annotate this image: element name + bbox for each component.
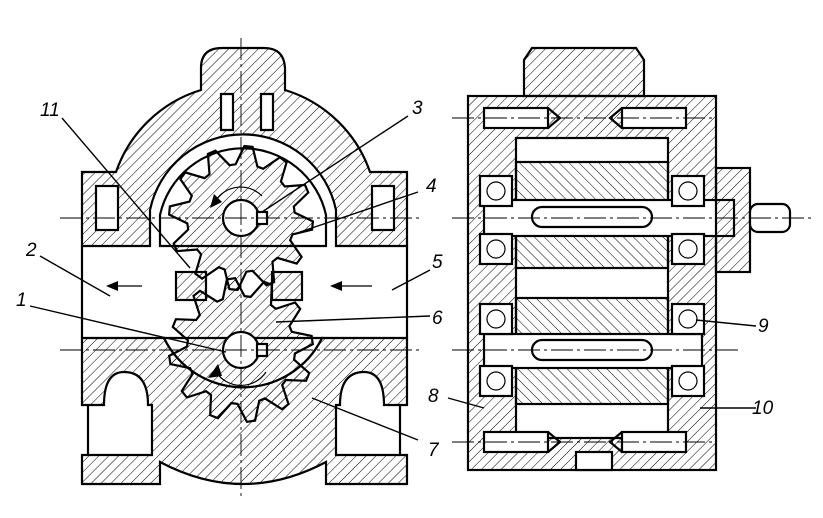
label-2: 2	[25, 240, 37, 261]
left-window	[94, 184, 120, 232]
top-rotation-arc	[215, 186, 263, 201]
label-3: 3	[412, 98, 423, 119]
right-seal-block	[270, 270, 304, 302]
bottom-notch	[574, 450, 614, 472]
label-7: 7	[428, 440, 440, 461]
bearings	[478, 174, 706, 398]
longitudinal-view	[452, 46, 812, 472]
leaders	[29, 115, 757, 441]
label-1: 1	[16, 290, 27, 311]
upper-slot-right	[259, 92, 275, 132]
shaft-seal-cover	[714, 166, 752, 274]
label-5: 5	[432, 252, 443, 273]
top-rotation-arrow-icon	[210, 194, 222, 208]
outlet-flow-arrow-icon	[106, 281, 118, 291]
label-8: 8	[428, 386, 439, 407]
label-4: 4	[426, 176, 437, 197]
label-9: 9	[758, 316, 769, 337]
cross-section-view	[60, 38, 420, 500]
label-6: 6	[432, 308, 443, 329]
label-11: 11	[40, 100, 60, 121]
top-key-slot	[530, 205, 654, 229]
label-10: 10	[752, 398, 774, 419]
right-window	[370, 184, 396, 232]
bottom-rotation-arrow-icon	[208, 364, 222, 378]
upper-slot-left	[219, 92, 235, 132]
top-boss	[522, 46, 646, 98]
inlet-flow-arrow-icon	[330, 281, 342, 291]
